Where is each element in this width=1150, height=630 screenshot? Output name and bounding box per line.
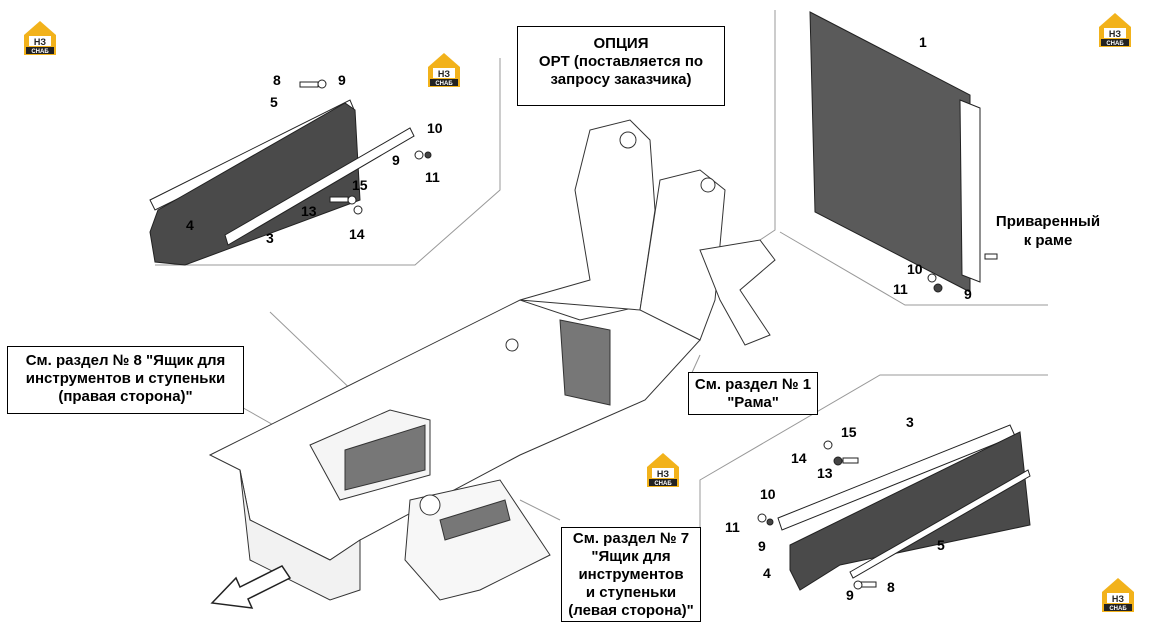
welded-note-line2: к раме <box>1024 232 1073 249</box>
section7-reference-box: См. раздел № 7 "Ящик для инструментов и … <box>561 527 701 622</box>
section8-line1: См. раздел № 8 "Ящик для <box>25 352 226 369</box>
nz-snab-logo-watermark: НЗ СНАБ <box>647 453 679 487</box>
svg-text:НЗ: НЗ <box>1109 29 1121 39</box>
part-number-14: 14 <box>349 226 365 242</box>
section7-line4: и ступеньки <box>585 584 677 601</box>
part-number-8: 8 <box>887 579 895 595</box>
section7-line3: инструментов <box>578 566 684 583</box>
part-number-9: 9 <box>392 152 400 168</box>
section1-line2: "Рама" <box>727 394 779 411</box>
svg-text:НЗ: НЗ <box>34 37 46 47</box>
option-note-line3: запросу заказчика) <box>550 71 692 88</box>
svg-text:СНАБ: СНАБ <box>1106 41 1124 47</box>
svg-text:СНАБ: СНАБ <box>1109 606 1127 612</box>
option-note-box: ОПЦИЯ OPT (поставляется по запросу заказ… <box>517 26 725 106</box>
part-number-4: 4 <box>186 217 194 233</box>
section8-line3: (правая сторона)" <box>58 388 193 405</box>
part-number-10: 10 <box>760 486 776 502</box>
welded-note-line1: Приваренный <box>996 213 1100 230</box>
lower-right-mudguard-group <box>757 424 1031 591</box>
svg-text:НЗ: НЗ <box>438 69 450 79</box>
part-number-11: 11 <box>725 519 740 535</box>
radiator-panel-drawing <box>809 11 998 293</box>
part-number-14: 14 <box>791 450 807 466</box>
section7-line2: "Ящик для <box>591 548 671 565</box>
section1-line1: См. раздел № 1 <box>694 376 812 393</box>
part-number-9: 9 <box>338 72 346 88</box>
welded-note: Приваренный к раме <box>996 213 1100 249</box>
section1-reference-box: См. раздел № 1 "Рама" <box>688 372 818 415</box>
part-number-labels: 1 8 9 5 10 9 11 15 13 4 3 14 10 11 9 3 1… <box>186 34 972 603</box>
upper-left-mudguard-group <box>149 79 432 266</box>
nz-snab-logo-watermark: НЗ СНАБ <box>1099 13 1131 47</box>
svg-text:СНАБ: СНАБ <box>654 481 672 487</box>
part-number-3: 3 <box>906 414 914 430</box>
svg-text:СНАБ: СНАБ <box>435 81 453 87</box>
part-number-1: 1 <box>919 34 927 50</box>
nz-snab-logo-watermark: НЗ СНАБ <box>428 53 460 87</box>
part-number-9: 9 <box>846 587 854 603</box>
nz-snab-logo-watermark: НЗ СНАБ <box>1102 578 1134 612</box>
part-number-15: 15 <box>352 177 368 193</box>
part-number-9: 9 <box>964 286 972 302</box>
main-frame-drawing <box>208 119 776 601</box>
part-number-5: 5 <box>937 537 945 553</box>
section8-reference-box: См. раздел № 8 "Ящик для инструментов и … <box>7 346 244 414</box>
svg-text:НЗ: НЗ <box>1112 594 1124 604</box>
section8-line2: инструментов и ступеньки <box>25 370 226 387</box>
svg-text:НЗ: НЗ <box>657 469 669 479</box>
option-note-line1: ОПЦИЯ <box>593 35 649 52</box>
section7-line5: (левая сторона)" <box>568 602 694 619</box>
part-number-13: 13 <box>817 465 833 481</box>
nz-snab-logo-watermark: НЗ СНАБ <box>24 21 56 55</box>
part-number-10: 10 <box>427 120 443 136</box>
svg-text:СНАБ: СНАБ <box>31 49 49 55</box>
part-number-4: 4 <box>763 565 771 581</box>
part-number-5: 5 <box>270 94 278 110</box>
part-number-8: 8 <box>273 72 281 88</box>
part-number-13: 13 <box>301 203 317 219</box>
option-note-line2: OPT (поставляется по <box>538 53 704 70</box>
part-number-3: 3 <box>266 230 274 246</box>
part-number-11: 11 <box>893 281 908 297</box>
part-number-10: 10 <box>907 261 923 277</box>
direction-arrow <box>210 565 292 609</box>
part-number-11: 11 <box>425 169 440 185</box>
section7-line1: См. раздел № 7 <box>572 530 690 547</box>
part-number-9: 9 <box>758 538 766 554</box>
part-number-15: 15 <box>841 424 857 440</box>
